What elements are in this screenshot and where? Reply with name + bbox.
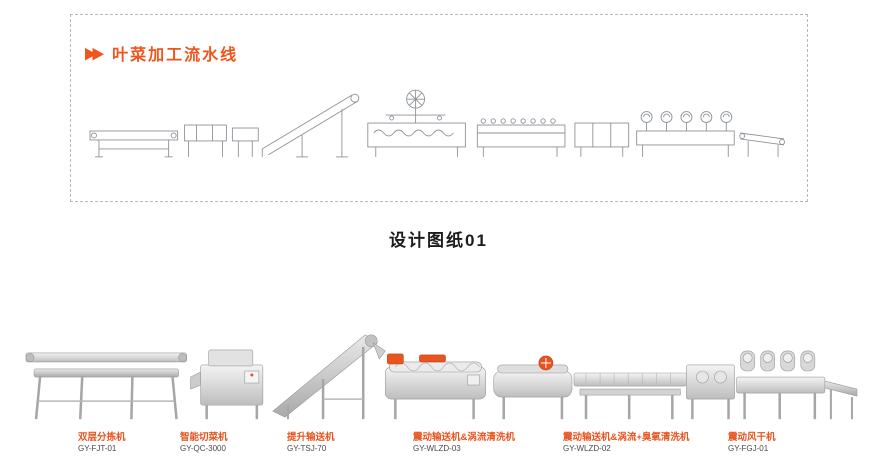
machine-air-dryer	[736, 350, 826, 420]
machine-ozone-washer	[493, 355, 573, 420]
machine-double-layer-sorter	[25, 352, 187, 420]
schematic-air-dryer	[636, 111, 735, 157]
section-title-text: 叶菜加工流水线	[112, 47, 239, 64]
machine-cutter	[190, 349, 264, 420]
equipment-label: 震动风干机 GY-FGJ-01	[728, 432, 776, 454]
equipment-model: GY-FJT-01	[78, 443, 117, 453]
equipment-name: 双层分拣机	[78, 432, 126, 443]
machine-vibrating-conveyor	[573, 372, 687, 420]
equipment-model: GY-FGJ-01	[728, 443, 769, 453]
machine-outfeed-belt	[824, 380, 858, 420]
equipment-render-icon	[25, 334, 858, 420]
schematic-infeed-conveyor	[89, 130, 179, 158]
schematic-washer-2	[476, 118, 566, 157]
equipment-label: 提升输送机 GY-TSJ-70	[287, 432, 335, 454]
equipment-model: GY-WLZD-03	[413, 443, 461, 453]
equipment-label: 震动输送机&涡流清洗机 GY-WLZD-03	[413, 432, 515, 454]
equipment-label: 双层分拣机 GY-FJT-01	[78, 432, 126, 454]
equipment-name: 震动风干机	[728, 432, 776, 443]
blueprint-panel: ▶▶ 叶菜加工流水线	[70, 14, 808, 202]
schematic-elevator	[261, 93, 360, 158]
process-line-schematic-icon	[89, 89, 785, 158]
equipment-model: GY-WLZD-02	[563, 443, 611, 453]
equipment-label: 震动输送机&涡流+臭氧清洗机 GY-WLZD-02	[563, 432, 689, 454]
equipment-name: 智能切菜机	[180, 432, 228, 443]
machine-vortex-washer	[384, 353, 486, 420]
schematic-ozone-unit	[574, 122, 630, 157]
schematic-cutter	[184, 124, 259, 157]
drawing-caption: 设计图纸01	[389, 231, 488, 250]
schematic-washer-1	[367, 89, 466, 157]
equipment-label: 智能切菜机 GY-QC-3000	[180, 432, 228, 454]
machine-lifting-conveyor	[272, 334, 386, 420]
equipment-name: 震动输送机&涡流清洗机	[413, 432, 515, 443]
equipment-model: GY-QC-3000	[180, 443, 226, 453]
machine-transfer-unit	[686, 364, 735, 420]
equipment-model: GY-TSJ-70	[287, 443, 327, 453]
double-arrow-icon: ▶▶	[85, 43, 104, 63]
schematic-outfeed-conveyor	[739, 132, 785, 157]
equipment-name: 震动输送机&涡流+臭氧清洗机	[563, 432, 690, 443]
equipment-name: 提升输送机	[287, 432, 335, 443]
section-title: ▶▶ 叶菜加工流水线	[85, 41, 238, 65]
